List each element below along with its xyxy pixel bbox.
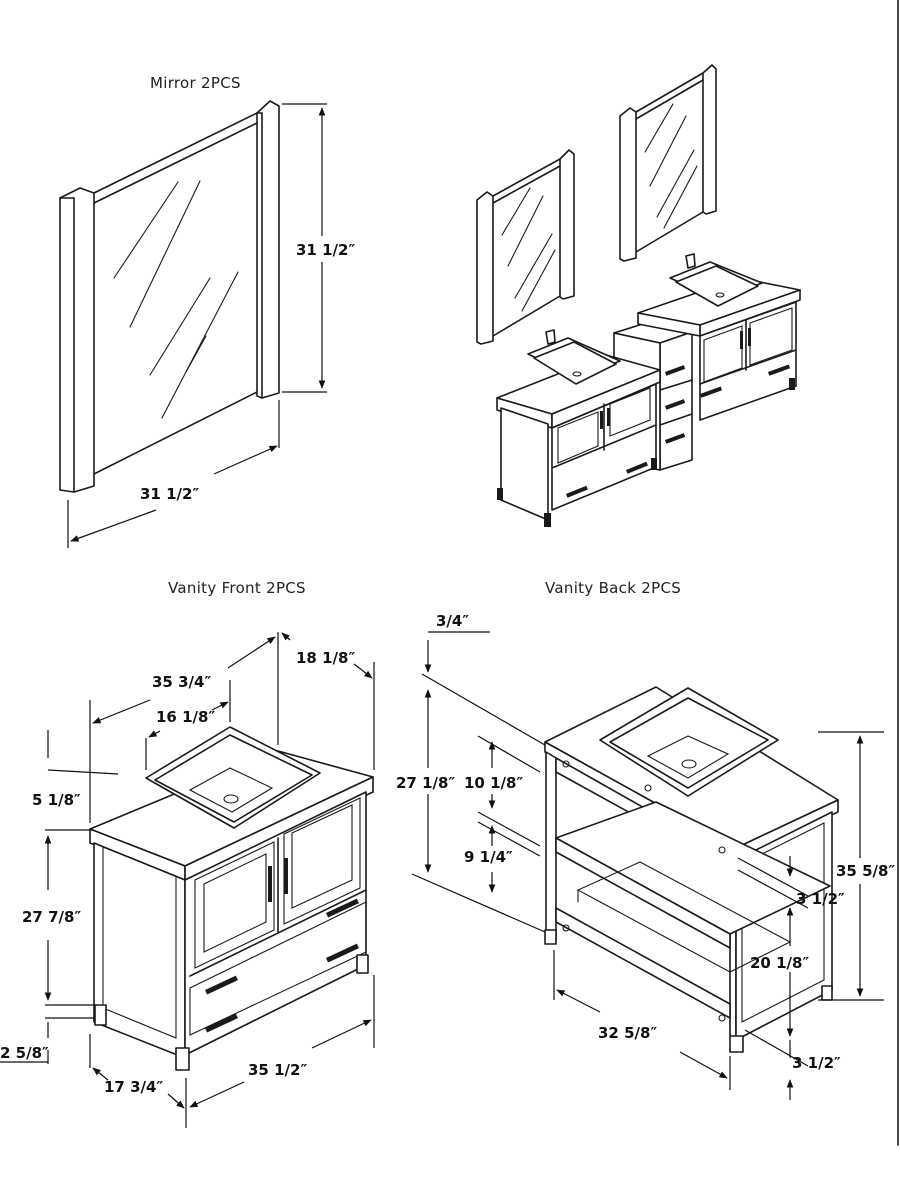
back-top-thickness-label: 3/4″ (436, 612, 469, 630)
vanity-front-drawing (89, 726, 374, 1071)
vanity-front-dimension-lines (0, 632, 375, 1128)
front-sink-width-label: 16 1/8″ (156, 708, 215, 726)
front-width-bottom-label: 35 1/2″ (248, 1061, 307, 1079)
back-overall-height-label: 35 5/8″ (836, 862, 895, 880)
front-depth-bottom-label: 17 3/4″ (104, 1078, 163, 1096)
mirror-height-label: 31 1/2″ (296, 241, 355, 259)
back-total-height-label: 27 1/8″ (396, 774, 455, 792)
front-width-top-label: 35 3/4″ (152, 673, 211, 691)
vanity-back-dimension-lines (411, 631, 884, 1100)
back-middle-gap-label: 9 1/4″ (464, 848, 513, 866)
front-sink-height-label: 5 1/8″ (32, 791, 81, 809)
back-width-label: 32 5/8″ (598, 1024, 657, 1042)
front-leg-height-label: 2 5/8″ (0, 1044, 49, 1062)
assembled-set-drawing (476, 64, 801, 527)
mirror-dimension-lines (67, 103, 327, 548)
back-bottom-rail-label: 3 1/2″ (792, 1054, 841, 1072)
mirror-width-label: 31 1/2″ (140, 485, 199, 503)
back-lower-height-label: 20 1/8″ (750, 954, 809, 972)
mirror-title: Mirror 2PCS (150, 74, 241, 92)
front-cabinet-height-label: 27 7/8″ (22, 908, 81, 926)
vanity-back-title: Vanity Back 2PCS (545, 579, 681, 597)
mirror-drawing (59, 100, 280, 493)
back-shelf-thickness-label: 3 1/2″ (796, 890, 845, 908)
vanity-back-drawing (544, 686, 839, 1053)
vanity-front-title: Vanity Front 2PCS (168, 579, 306, 597)
back-upper-gap-label: 10 1/8″ (464, 774, 523, 792)
front-depth-top-label: 18 1/8″ (296, 649, 355, 667)
